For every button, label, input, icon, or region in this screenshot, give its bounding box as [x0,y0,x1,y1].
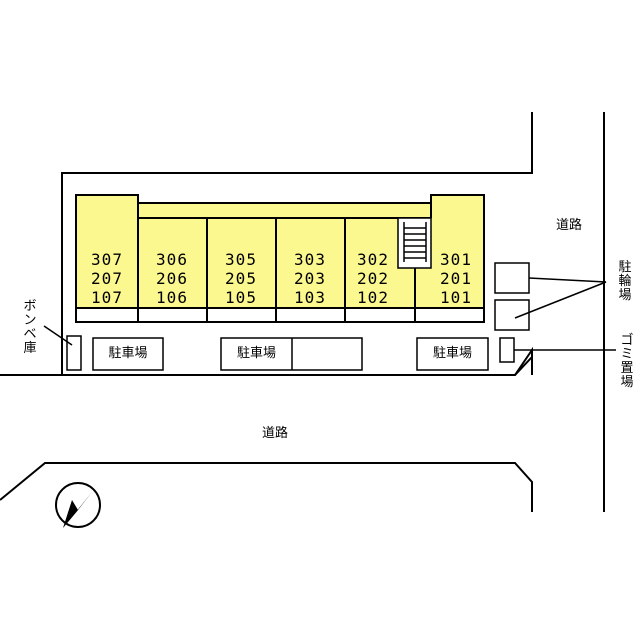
road-right-label: 道路 [556,218,583,233]
gas-storage-box [66,335,82,371]
parking-left-box [92,337,164,371]
compass-arrow-icon [55,482,101,528]
bicycle-parking-box-top [494,262,530,294]
stairs [397,217,432,269]
parking-spaces [92,337,489,371]
garbage-box [499,337,515,363]
gas-storage-label: ボンベ庫 [23,299,37,356]
bicycle-parking-label: 駐輪場 [618,260,632,303]
parking-right-label: 駐車場 [432,346,472,361]
leader-lines [43,277,616,351]
lower-road-edge [0,462,533,512]
front-road-edge [62,354,533,376]
garbage-label: ゴミ置場 [620,333,634,390]
road-bottom-label: 道路 [262,426,289,441]
balcony-strip [75,307,485,323]
parking-left-label: 駐車場 [108,346,148,361]
parking-center-label: 駐車場 [236,346,276,361]
parking-right-box [416,337,489,371]
building [75,194,485,323]
